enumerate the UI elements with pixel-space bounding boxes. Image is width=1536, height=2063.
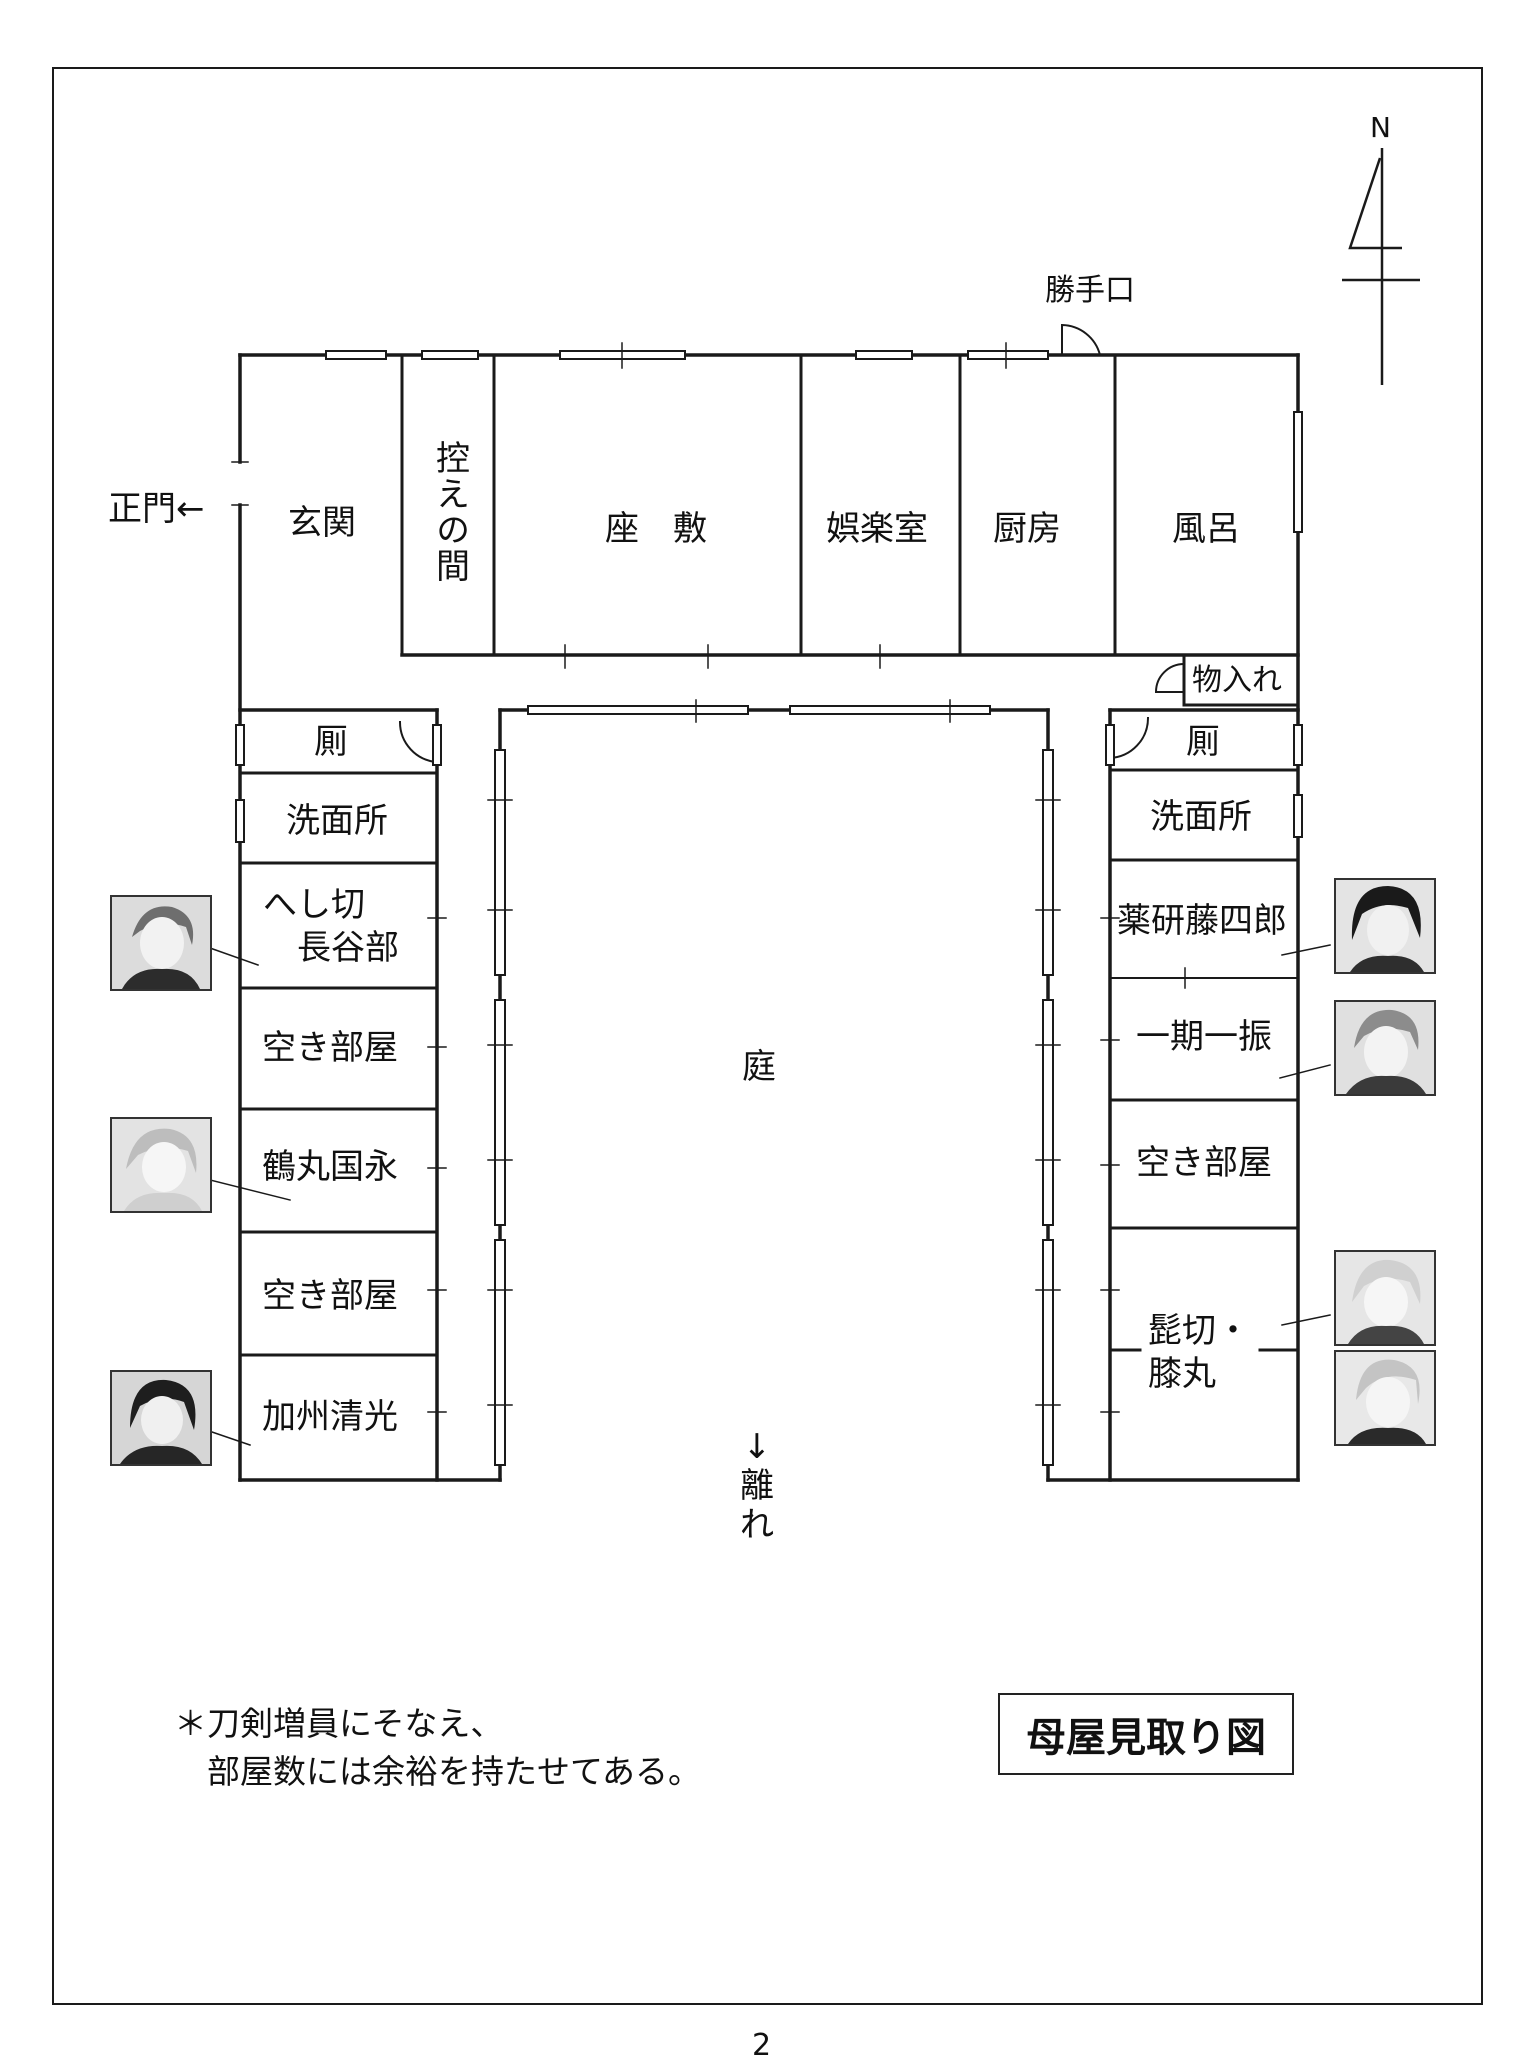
room-higekiri-hizamaru: 髭切・ 膝丸 [1148,1311,1250,1394]
room-parlor: 座 敷 [605,509,707,549]
room-tsurumaru: 鶴丸国永 [262,1147,398,1187]
room-storage: 物入れ [1192,663,1282,698]
room-recreation: 娯楽室 [826,509,928,549]
room-empty-left-2: 空き部屋 [262,1276,398,1316]
map-title: 母屋見取り図 [998,1693,1294,1775]
north-label: N [1370,111,1391,144]
portrait-yagen [1334,878,1436,974]
north-compass-icon [1342,148,1420,385]
room-toilet-left: 厠 [314,722,348,762]
garden-label: 庭 [742,1047,776,1087]
main-gate-label: 正門← [108,489,205,529]
portrait-kashu [110,1370,212,1466]
room-ichigo: 一期一振 [1136,1017,1272,1057]
portrait-ichigo [1334,1000,1436,1096]
page-number: 2 [752,2028,772,2063]
room-waiting: 控えの間 [429,440,470,584]
room-entrance: 玄関 [288,503,356,543]
room-washroom-right: 洗面所 [1150,797,1252,837]
room-kashu: 加州清光 [262,1397,398,1437]
room-toilet-right: 厠 [1186,722,1220,762]
room-yagen: 薬研藤四郎 [1117,901,1287,941]
room-washroom-left: 洗面所 [286,801,388,841]
portrait-heshikiri [110,895,212,991]
room-heshikiri: へし切 長谷部 [263,885,399,968]
room-empty-right: 空き部屋 [1136,1143,1272,1183]
footnote: ＊刀剣増員にそなえ、 部屋数には余裕を持たせてある。 [174,1704,702,1791]
portrait-hizamaru [1334,1350,1436,1446]
room-kitchen: 厨房 [993,509,1061,549]
page-frame [52,67,1483,2005]
portrait-tsurumaru [110,1117,212,1213]
annex-label: ↓ 離 れ [740,1427,774,1546]
room-bath: 風呂 [1172,509,1240,549]
back-door-label: 勝手口 [1045,273,1135,308]
room-empty-left-1: 空き部屋 [262,1028,398,1068]
portrait-higekiri [1334,1250,1436,1346]
